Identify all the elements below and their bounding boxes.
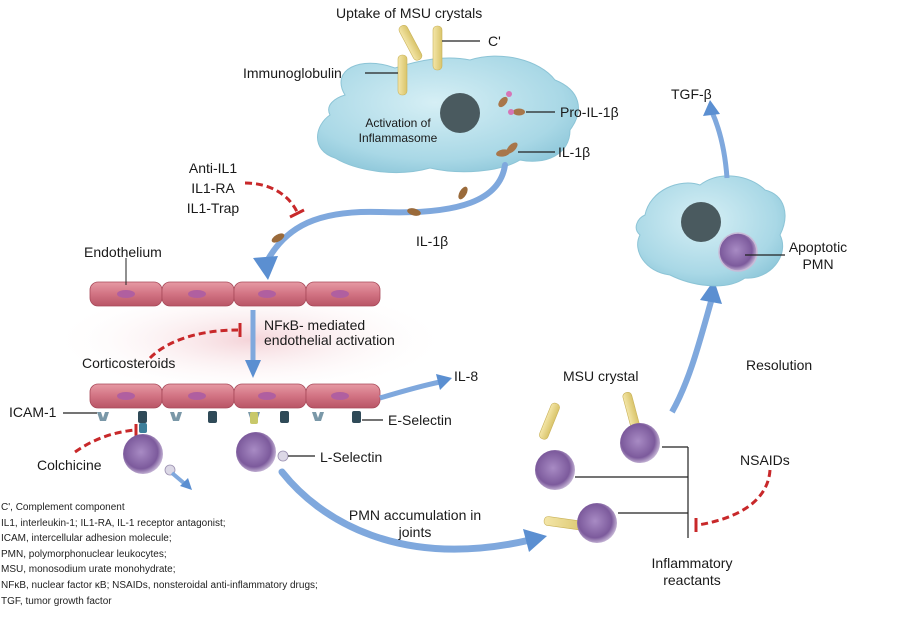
anti-il1-label: Anti-IL1: [188, 160, 238, 176]
apoptotic-pmn-line2: PMN: [802, 256, 834, 272]
abbreviation-legend: C', Complement component IL1, interleuki…: [1, 500, 318, 609]
tgf-b-arrowhead: [703, 100, 720, 116]
e-selectin-receptors: [138, 411, 361, 423]
inflammasome-label: Activation of Inflammasome: [352, 116, 444, 146]
uptake-label: Uptake of MSU crystals: [336, 5, 483, 21]
pmn-accumulation-arrow: [278, 468, 534, 553]
pro-il1b-molecules: [498, 91, 525, 116]
nsaids-label: NSAIDs: [740, 452, 790, 468]
macrophage-nucleus: [681, 202, 721, 242]
colchicine-inhibitor-line: [74, 428, 136, 454]
inflammatory-reactants-line1: Inflammatory: [651, 555, 733, 571]
il1b-flow-arrowhead: [253, 256, 278, 280]
endothelium-top: [89, 281, 381, 307]
il1-ra-label: IL1-RA: [191, 180, 235, 196]
legend-item: C', Complement component: [1, 502, 125, 513]
il1-inhibitors-label: Anti-IL1 IL1-RA IL1-Trap: [178, 158, 248, 218]
legend-item: TGF, tumor growth factor: [1, 595, 112, 607]
legend-item: MSU, monosodium urate monohydrate;: [1, 564, 176, 576]
colchicine-label: Colchicine: [37, 457, 102, 473]
pro-il1b-label: Pro-IL-1β: [560, 104, 619, 120]
corticosteroids-label: Corticosteroids: [82, 355, 176, 371]
il8-arrowhead: [436, 374, 452, 390]
tgf-b-arrow: [709, 110, 730, 179]
msu-crystal-label: MSU crystal: [563, 368, 639, 384]
il8-arrow: [379, 379, 441, 401]
il1b-flow-arrow: [262, 162, 508, 268]
tgf-b-label: TGF-β: [671, 86, 712, 102]
pmn-accumulation-arrowhead: [523, 529, 547, 552]
inflammatory-bracket: [575, 446, 689, 538]
endothelial-glow: [50, 285, 450, 395]
pmn-accumulation-line2: joints: [398, 524, 432, 540]
corticosteroids-inhibitor-line: [148, 328, 239, 360]
apoptotic-pmn-cell: [718, 232, 758, 272]
legend-item: PMN, polymorphonuclear leukocytes;: [1, 548, 167, 560]
resolution-arrow: [669, 297, 715, 414]
resolution-arrowhead: [700, 280, 722, 304]
inflammatory-reactants-label: Inflammatory reactants: [642, 555, 742, 589]
icam1-label: ICAM-1: [9, 404, 57, 420]
nfkb-label: NFκB- mediated endothelial activation: [264, 318, 395, 348]
l-selectin-label: L-Selectin: [320, 449, 383, 465]
anti-il1-inhibitor-bar: [289, 208, 305, 219]
msu-crystal: [539, 402, 560, 440]
l-selectin-binding: [250, 412, 258, 424]
pmn-migration-arrowhead: [180, 478, 192, 490]
il8-label: IL-8: [454, 368, 479, 384]
apoptotic-pmn-label: Apoptotic PMN: [782, 239, 854, 273]
endothelium-label: Endothelium: [84, 244, 162, 260]
il1b-cell-label: IL-1β: [558, 144, 591, 160]
legend-item: ICAM, intercellular adhesion molecule;: [1, 533, 172, 545]
il1b-molecules-cell: [496, 142, 518, 157]
il1-trap-label: IL1-Trap: [186, 200, 240, 216]
l-selectin-knob: [277, 450, 289, 462]
complement-label: C': [488, 33, 501, 49]
legend-item: IL1, interleukin-1; IL1-RA, IL-1 recepto…: [1, 517, 226, 529]
nsaids-inhibitor-line: [697, 469, 772, 527]
endothelium-activated: [89, 383, 381, 409]
il1b-molecule: [458, 186, 468, 200]
macrophage-nucleus: [440, 93, 480, 133]
il1b-molecule: [407, 208, 421, 216]
legend-item: NFκB, nuclear factor κB; NSAIDs, nonster…: [1, 579, 318, 591]
pmn-cell-joint: [577, 503, 617, 543]
apoptotic-pmn-line1: Apoptotic: [788, 239, 848, 255]
receptor-binding: [139, 423, 147, 433]
il1b-flow-label: IL-1β: [416, 233, 449, 249]
pmn-accumulation-line1: PMN accumulation in: [348, 507, 482, 523]
nfkb-label-line2: endothelial activation: [264, 332, 395, 348]
resolving-macrophage: [635, 175, 786, 287]
msu-crystals-uptake: [397, 24, 443, 96]
pmn-cell: [123, 434, 163, 474]
pmn-cell: [236, 432, 276, 472]
inflammasome-label-line1: Activation of: [365, 116, 431, 130]
nfkb-label-line1: NFκB- mediated: [264, 317, 366, 333]
anti-il1-inhibitor-line: [244, 181, 300, 215]
nfkb-activation-arrowhead: [245, 360, 261, 378]
e-selectin-label: E-Selectin: [388, 412, 452, 428]
resolution-label: Resolution: [746, 357, 813, 373]
pmn-migration-arrow: [170, 471, 187, 486]
il1b-molecule: [271, 233, 285, 243]
immunoglobulin-label: Immunoglobulin: [243, 65, 342, 81]
pmn-cell-joint: [535, 450, 575, 490]
pmn-cell-joint: [620, 423, 660, 463]
pmn-accumulation-label: PMN accumulation in joints: [340, 507, 490, 541]
inflammatory-reactants-line2: reactants: [663, 572, 721, 588]
activated-macrophage: [317, 55, 579, 173]
inflammasome-label-line2: Inflammasome: [358, 131, 438, 145]
